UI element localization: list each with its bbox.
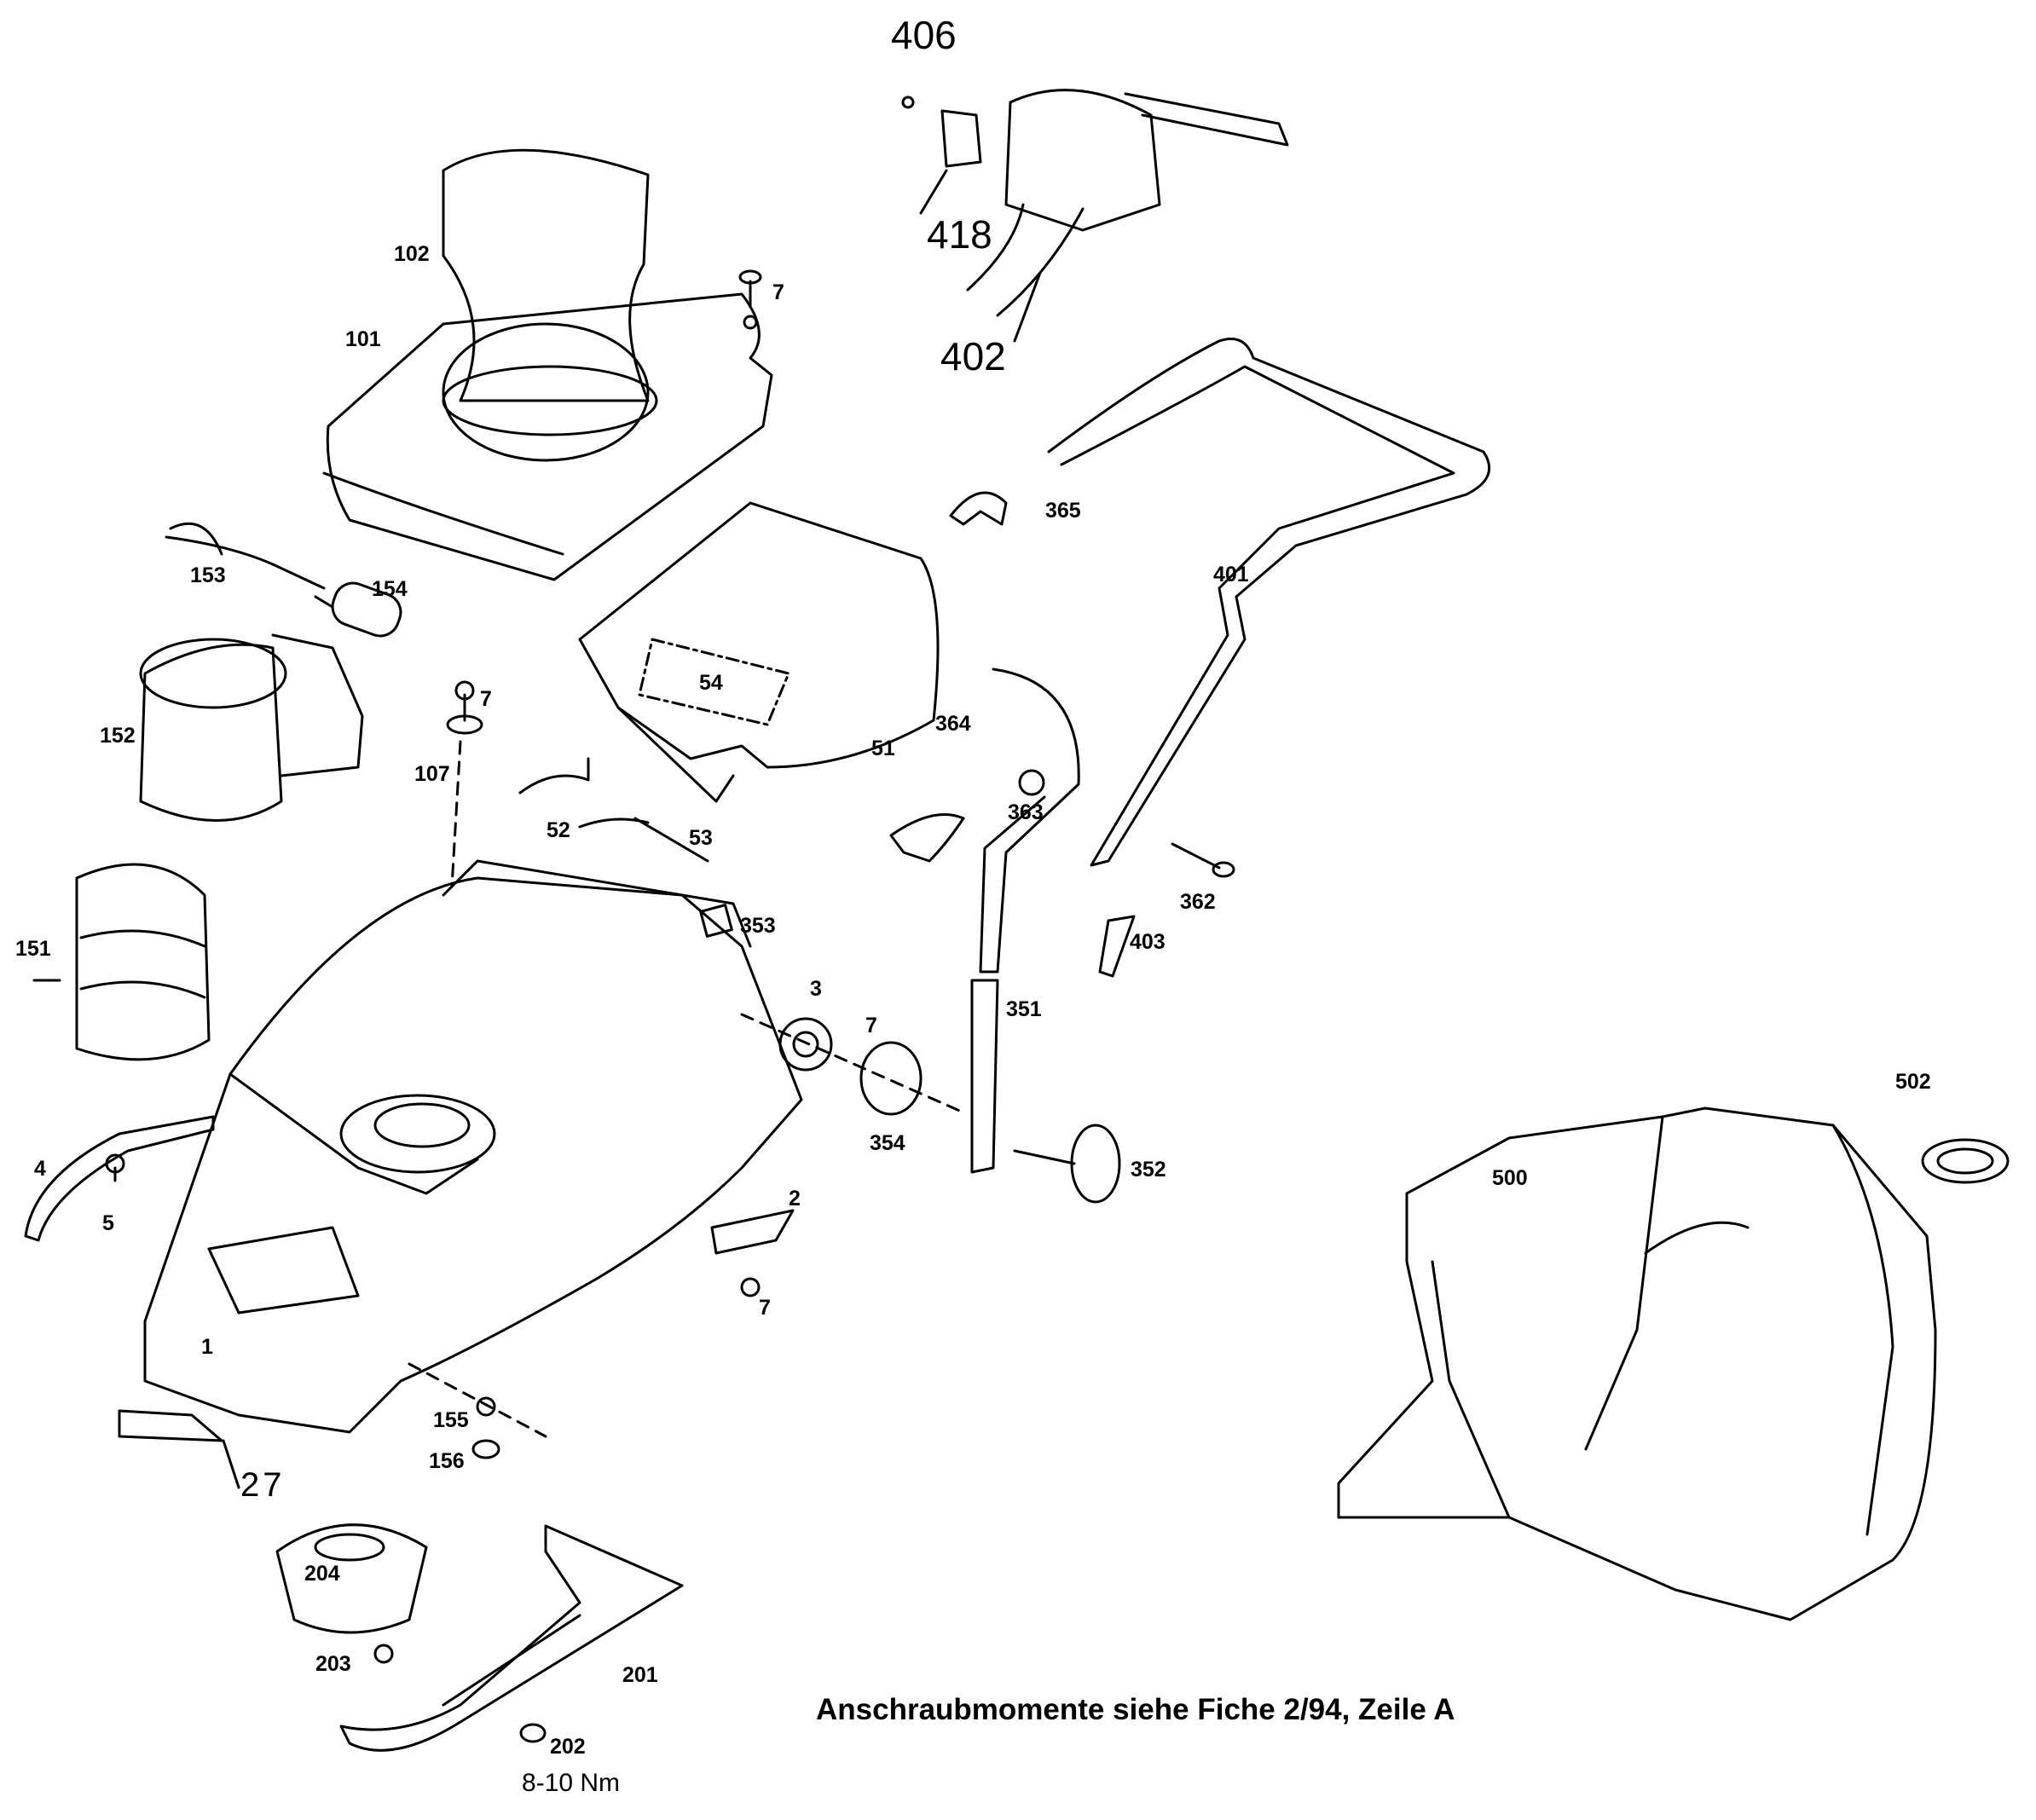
- label-101: 101: [345, 327, 381, 351]
- mower-deck-1: [143, 859, 803, 1434]
- label-203: 203: [315, 1652, 351, 1676]
- label-27: 27: [240, 1466, 286, 1504]
- bracket-351: [970, 979, 999, 1174]
- screw-202: [519, 1723, 547, 1743]
- label-7-lower: 7: [759, 1296, 771, 1320]
- label-502: 502: [1895, 1070, 1931, 1094]
- wheel-adjuster-3: [778, 1017, 833, 1072]
- label-153: 153: [190, 563, 226, 587]
- label-204: 204: [304, 1562, 340, 1586]
- plate-27: [118, 1409, 223, 1442]
- label-51: 51: [871, 737, 895, 760]
- torque-note: Anschraubmomente siehe Fiche 2/94, Zeile…: [816, 1693, 1455, 1726]
- label-52: 52: [547, 818, 570, 842]
- motor-151: [32, 863, 211, 1061]
- handle-lower-351: [979, 667, 1080, 974]
- bracket-4: [24, 1115, 215, 1242]
- label-1: 1: [201, 1335, 213, 1359]
- label-353: 353: [740, 914, 776, 938]
- torque-spec: 8-10 Nm: [522, 1769, 621, 1797]
- label-154: 154: [372, 577, 408, 601]
- label-102: 102: [394, 242, 430, 266]
- screw-5: [105, 1153, 125, 1182]
- grass-catcher-500: [1337, 1106, 1937, 1621]
- label-354: 354: [870, 1131, 905, 1155]
- cable-153: [165, 522, 326, 590]
- capacitor-154: [314, 581, 402, 638]
- fasteners-155-156: [408, 1362, 547, 1459]
- label-351: 351: [1006, 997, 1042, 1021]
- handle-upper-401: [1047, 338, 1491, 867]
- label-352: 352: [1131, 1158, 1166, 1182]
- label-418: 418: [927, 212, 992, 257]
- label-155: 155: [433, 1408, 469, 1432]
- fan-204: [275, 1523, 428, 1634]
- flap-51: [578, 501, 940, 803]
- bolt-362: [1171, 842, 1235, 878]
- blade-201: [339, 1524, 684, 1752]
- label-7-mid: 7: [480, 687, 492, 711]
- label-364: 364: [935, 712, 971, 736]
- label-156: 156: [429, 1449, 465, 1473]
- label-201: 201: [622, 1663, 658, 1687]
- cap-502: [1921, 1138, 2010, 1184]
- motor-cover-101: [322, 292, 773, 581]
- nut-353: [699, 904, 733, 938]
- label-363: 363: [1008, 800, 1044, 824]
- label-152: 152: [100, 724, 136, 748]
- label-403: 403: [1130, 930, 1165, 954]
- bushing-363: [1018, 769, 1045, 796]
- label-406: 406: [891, 13, 957, 57]
- wing-knob-364: [889, 813, 965, 863]
- knob-352: [1013, 1124, 1121, 1204]
- screw-406: [901, 95, 915, 109]
- label-401: 401: [1213, 563, 1249, 586]
- label-54: 54: [699, 671, 723, 695]
- label-402: 402: [940, 334, 1006, 378]
- screw-7-lower: [740, 1277, 761, 1297]
- pin-53: [633, 817, 709, 863]
- label-365: 365: [1045, 499, 1081, 523]
- label-362: 362: [1180, 890, 1216, 914]
- label-2: 2: [789, 1187, 801, 1210]
- cap-354: [740, 1013, 965, 1116]
- label-5: 5: [102, 1211, 114, 1235]
- label-3: 3: [810, 977, 822, 1001]
- springs-52: [518, 757, 650, 829]
- screw-203: [373, 1644, 394, 1664]
- clip-365: [949, 491, 1008, 526]
- latch-107: [446, 680, 483, 888]
- switch-box-402: [966, 89, 1289, 343]
- label-4: 4: [34, 1157, 46, 1181]
- grass-chute-102: [442, 148, 658, 436]
- clip-418: [919, 109, 982, 215]
- motor-housing-152: [139, 633, 364, 822]
- label-53: 53: [689, 826, 713, 850]
- label-151: 151: [15, 937, 51, 961]
- screw-7-top: [738, 269, 762, 309]
- pin-403: [1098, 915, 1136, 978]
- leader-27: [222, 1439, 240, 1489]
- label-7-gear: 7: [865, 1014, 877, 1037]
- plate-2: [710, 1209, 795, 1255]
- label-7-top: 7: [772, 280, 784, 304]
- label-202: 202: [550, 1735, 586, 1759]
- label-500: 500: [1492, 1166, 1528, 1190]
- label-107: 107: [414, 762, 450, 786]
